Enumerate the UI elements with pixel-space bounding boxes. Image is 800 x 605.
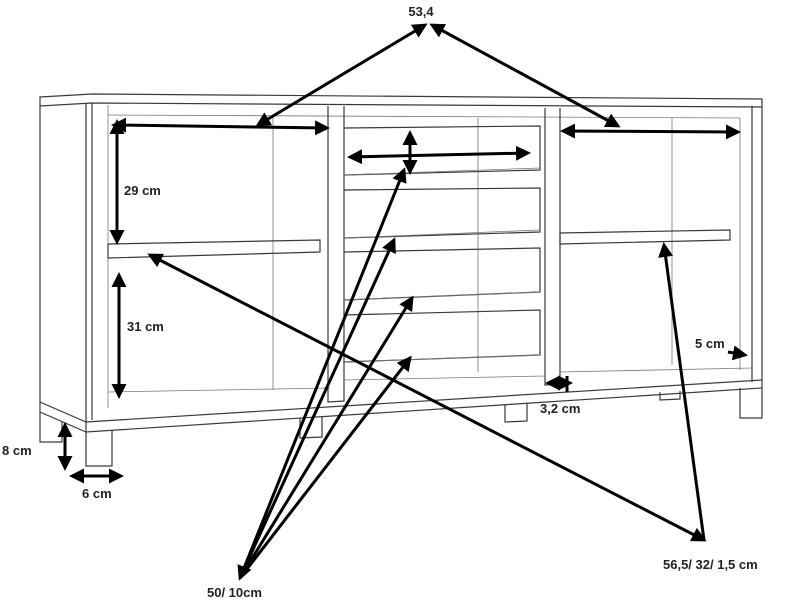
label-drawers: 50/ 10cm (207, 585, 262, 600)
label-foot-height: 8 cm (2, 443, 32, 458)
label-compartments: 56,5/ 32/ 1,5 cm (663, 557, 758, 572)
label-foot-width: 6 cm (82, 486, 112, 501)
sideboard-outline (39, 93, 763, 467)
label-shelf-lower: 31 cm (127, 319, 164, 334)
label-plinth: 3,2 cm (540, 401, 580, 416)
label-shelf-upper: 29 cm (124, 183, 161, 198)
label-side-gap: 5 cm (695, 336, 725, 351)
label-top-depth: 53,4 (408, 4, 434, 19)
dimension-labels: 53,4 29 cm 31 cm 8 cm 6 cm 50/ 10cm 3,2 … (2, 4, 758, 600)
dimension-arrows (57, 23, 748, 581)
